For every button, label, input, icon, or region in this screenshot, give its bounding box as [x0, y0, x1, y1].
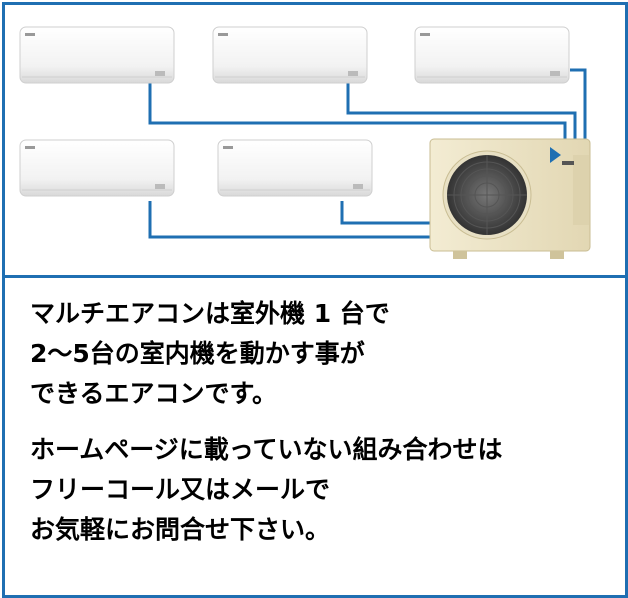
indoor-unit-1 — [19, 26, 175, 84]
indoor-unit-5 — [217, 139, 373, 197]
notice-line-3: お気軽にお問合せ下さい。 — [30, 515, 331, 544]
description-line-1: マルチエアコンは室外機 1 台で — [30, 299, 390, 328]
notice-line-2: フリーコール又はメールで — [30, 475, 331, 504]
indoor-unit-4 — [19, 139, 175, 197]
description-line-3: できるエアコンです。 — [30, 379, 278, 408]
indoor-unit-2 — [212, 26, 368, 84]
outdoor-unit — [429, 138, 591, 259]
description-text: マルチエアコンは室外機 1 台で 2～5台の室内機を動かす事が できるエアコンで… — [30, 292, 610, 550]
indoor-unit-3 — [414, 26, 570, 84]
multi-aircon-illustration — [5, 5, 625, 275]
section-divider — [2, 275, 628, 278]
description-line-2: 2～5台の室内機を動かす事が — [30, 339, 365, 368]
notice-line-1: ホームページに載っていない組み合わせは — [30, 435, 503, 464]
